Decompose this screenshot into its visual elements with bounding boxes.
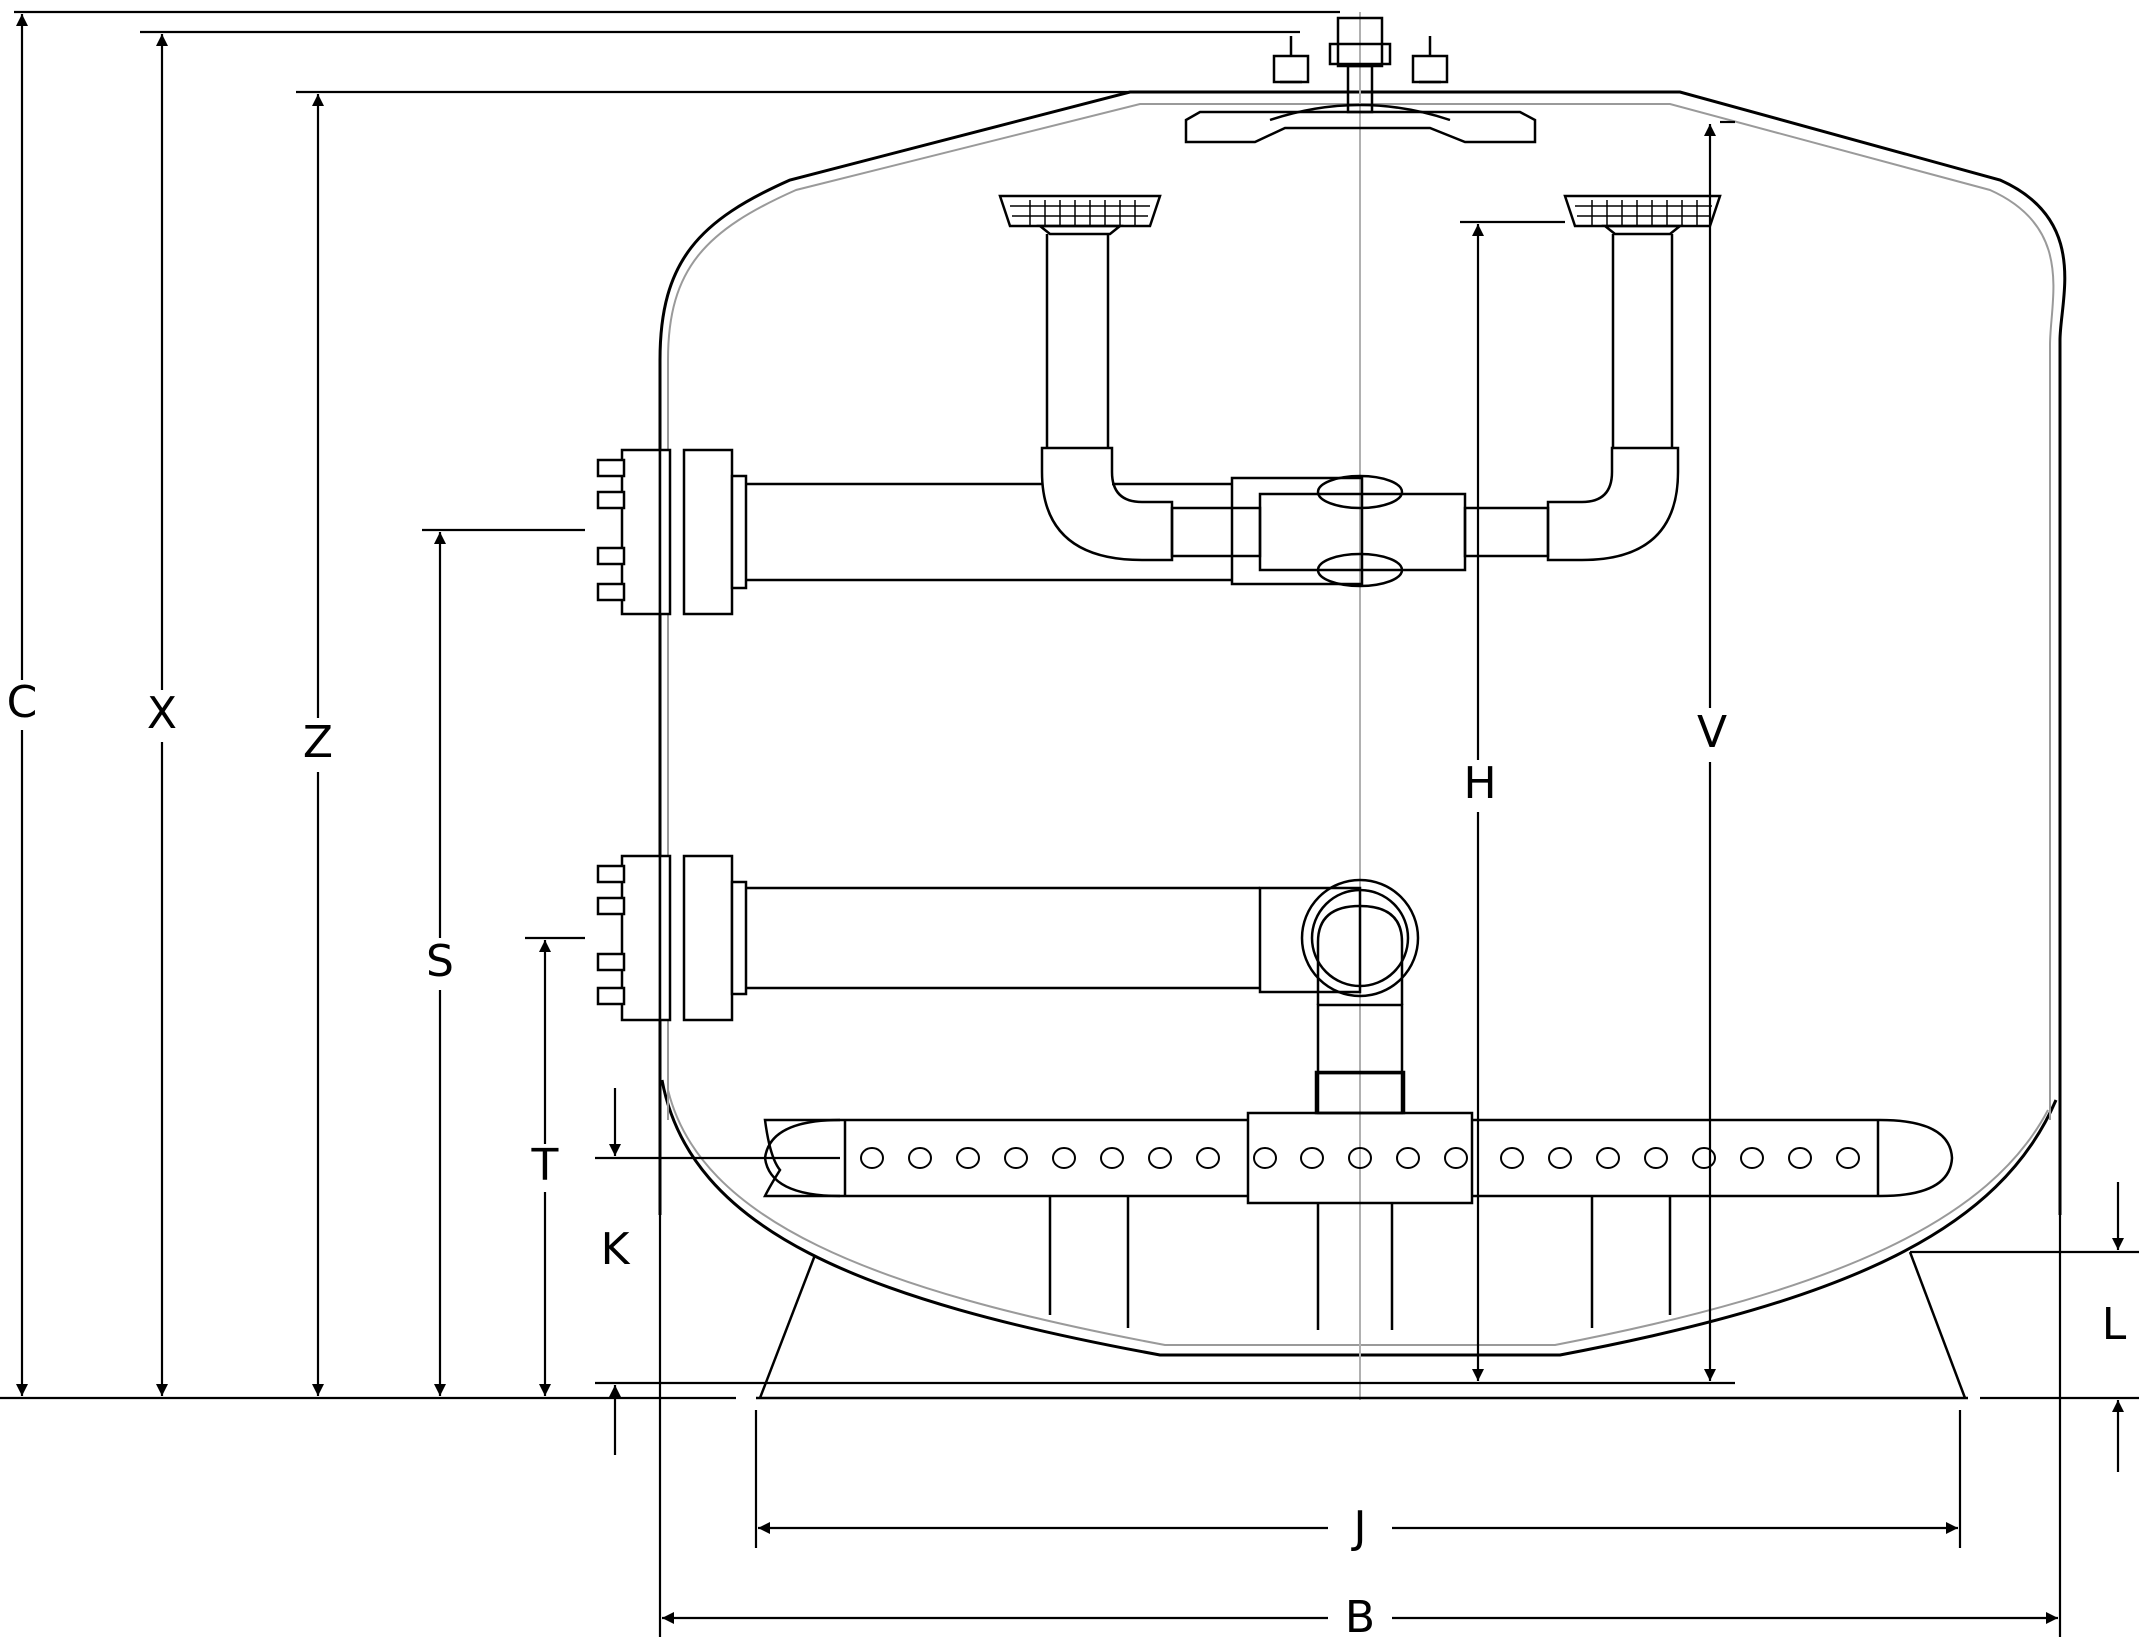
lateral-hole [1692,1147,1716,1169]
lateral-hole [1148,1147,1172,1169]
lateral-hole [956,1147,980,1169]
lateral-hole [1300,1147,1324,1169]
lateral-hole [1596,1147,1620,1169]
dim-label-k: K [601,1224,631,1275]
lateral-hole [908,1147,932,1169]
lateral-hole [1500,1147,1524,1169]
lateral-hole [1253,1147,1277,1169]
lateral-hole [1644,1147,1668,1169]
diffuser-right-grid [1575,200,1712,226]
dim-label-j: J [1351,1502,1367,1553]
top-dome-fittings [1184,16,1537,144]
outer-shell [658,90,2067,1215]
lateral-hole [1196,1147,1220,1169]
lateral-hole [1004,1147,1028,1169]
lateral-hole [1100,1147,1124,1169]
lower-outlet-flange [596,854,748,1022]
lateral-hole [1444,1147,1468,1169]
upper-diffuser-assembly [745,194,1722,588]
dim-label-h: H [1463,758,1496,809]
lateral-hole [1548,1147,1572,1169]
upper-inlet-flange [596,448,748,616]
dimension-labels: C X Z S T K H V L J B [7,677,2127,1637]
lateral-manifold [762,1070,1954,1330]
lateral-hole [1788,1147,1812,1169]
lateral-hole [1740,1147,1764,1169]
diffuser-left-grid [1010,200,1150,226]
outer-shell-bottom [660,1079,2058,1357]
dim-label-x: X [147,688,177,739]
dim-label-z: Z [303,717,333,768]
dim-label-l: L [2102,1299,2127,1350]
dim-label-v: V [1697,707,1727,758]
lateral-hole [860,1147,884,1169]
lateral-holes [860,1147,1860,1169]
lateral-hole [1348,1147,1372,1169]
base-stand [756,1251,1968,1400]
dim-label-b: B [1345,1592,1375,1637]
dim-label-s: S [426,936,454,987]
dimension-lines [0,10,2139,1637]
lateral-hole [1396,1147,1420,1169]
dim-label-t: T [531,1140,559,1191]
lateral-hole [1052,1147,1076,1169]
dim-label-c: C [7,677,38,728]
lateral-hole [1836,1147,1860,1169]
